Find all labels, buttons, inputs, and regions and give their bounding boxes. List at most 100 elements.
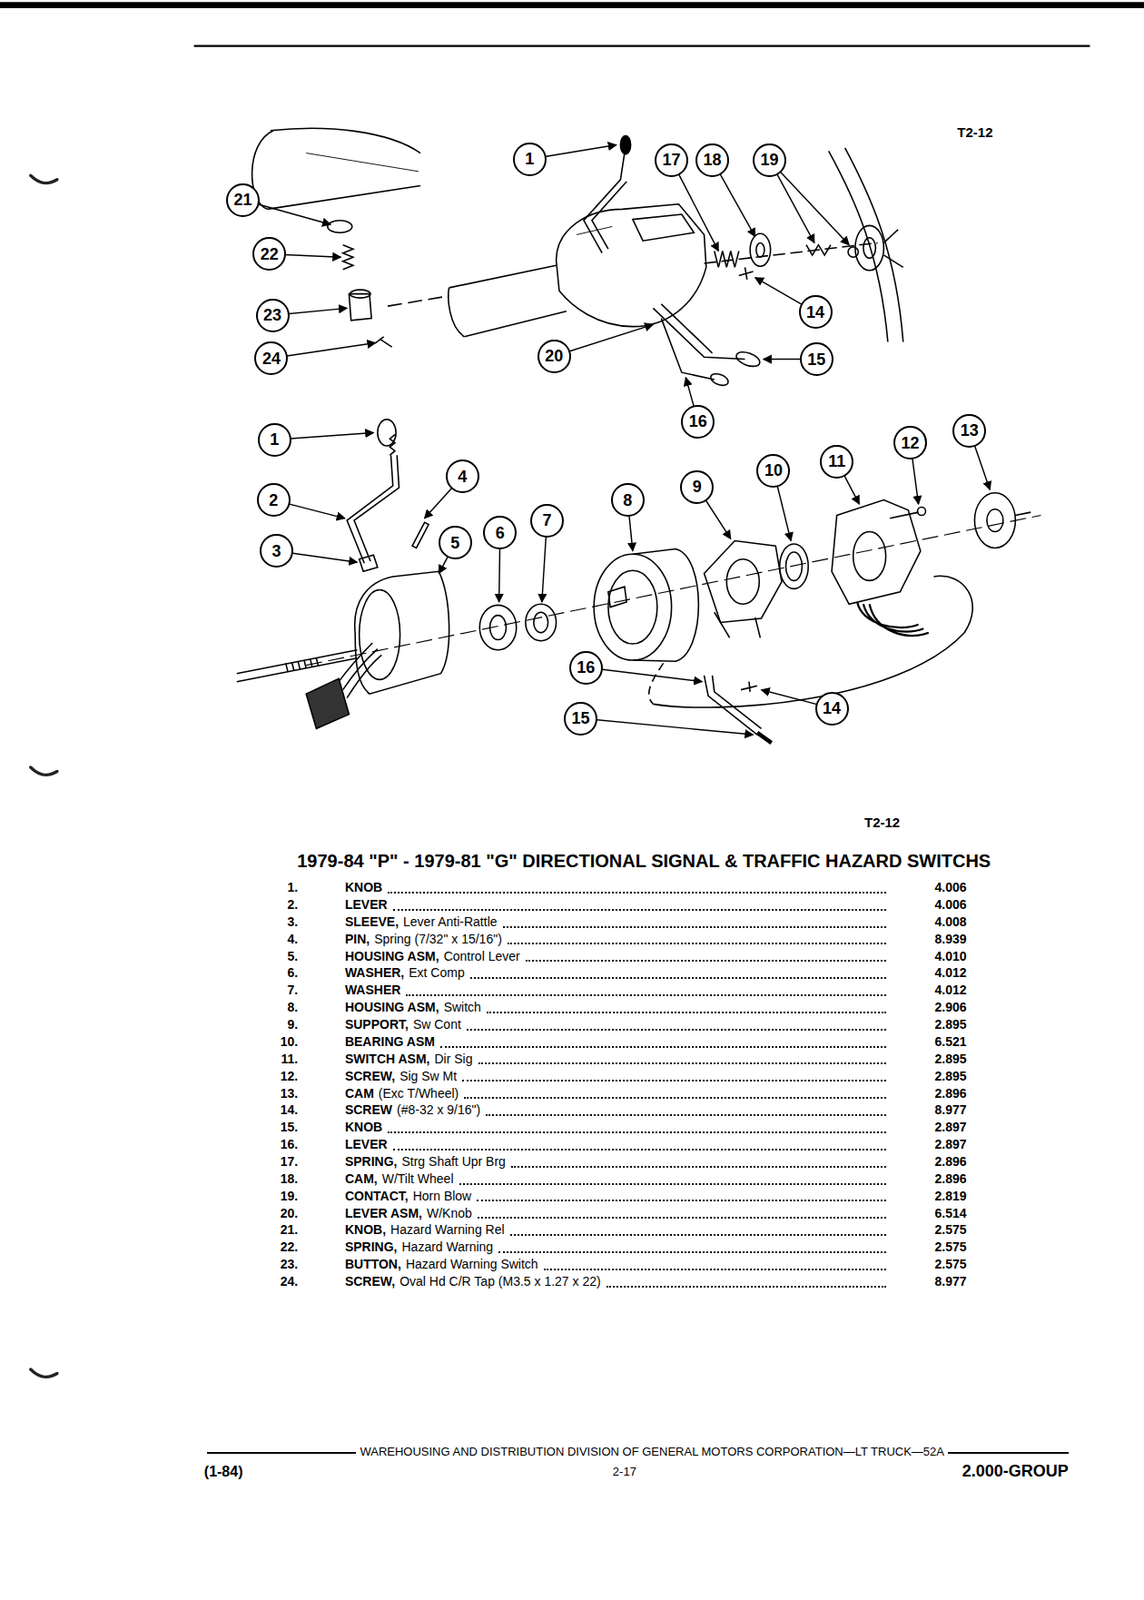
dot-leader (543, 1268, 887, 1271)
edition-date: (1-84) (204, 1463, 244, 1480)
callout-number: 8 (622, 492, 632, 509)
item-number: 7. (287, 983, 299, 997)
callout-circle: 10 (756, 453, 790, 488)
part-name: WASHER, (345, 966, 405, 980)
item-number: 20. (280, 1206, 298, 1221)
dot-leader (486, 1011, 887, 1014)
callout-number: 4 (457, 468, 467, 485)
part-code: 2.575 (935, 1222, 967, 1237)
part-name: CAM (345, 1086, 375, 1101)
callout-circle: 14 (815, 691, 849, 726)
callout-circle: 5 (438, 525, 473, 560)
callout-circle: 9 (680, 470, 714, 504)
dot-leader (459, 1183, 887, 1185)
part-name: WASHER (345, 983, 401, 997)
part-code: 8.939 (935, 932, 967, 947)
item-number: 9. (287, 1017, 299, 1032)
dot-leader (405, 994, 886, 997)
callout-number: 15 (572, 710, 591, 727)
callout-circle: 24 (254, 341, 288, 375)
callout-number: 20 (544, 347, 563, 365)
callout-number: 11 (828, 453, 846, 470)
dot-leader (470, 976, 887, 979)
part-description: Ext Comp (408, 966, 464, 980)
part-name: CAM, (345, 1172, 378, 1186)
margin-mark (30, 175, 58, 1377)
part-description: (Exc T/Wheel) (378, 1086, 459, 1101)
part-code: 4.012 (935, 983, 967, 997)
callout-circle: 21 (226, 183, 260, 217)
part-name: BEARING ASM (345, 1035, 435, 1049)
callout-circle: 2 (256, 483, 291, 517)
callout-number: 13 (960, 422, 979, 439)
callout-circle: 18 (695, 143, 730, 178)
dot-leader (498, 1251, 886, 1253)
callout-circle: 15 (563, 701, 598, 736)
part-description: Spring (7/32" x 15/16") (374, 932, 503, 947)
part-description: Control Lever (443, 949, 521, 964)
item-number: 6. (287, 966, 299, 980)
part-name: SCREW, (345, 1069, 395, 1084)
part-description: Sig Sw Mt (399, 1069, 457, 1084)
part-name: PIN, (345, 932, 370, 947)
dot-leader (525, 959, 887, 962)
part-code: 2.895 (935, 1017, 967, 1032)
dot-leader (477, 1216, 887, 1219)
part-code: 4.010 (935, 949, 967, 964)
part-code: 2.897 (935, 1137, 967, 1152)
item-number: 17. (280, 1154, 298, 1169)
part-description: Dir Sig (434, 1052, 474, 1066)
callout-number: 18 (703, 151, 722, 168)
part-description: Strg Shaft Upr Brg (401, 1154, 505, 1169)
part-code: 2.575 (935, 1257, 967, 1272)
item-number: 4. (287, 932, 299, 947)
callout-circle: 11 (819, 444, 854, 479)
callout-number: 1 (269, 431, 279, 448)
callout-number: 7 (542, 512, 552, 529)
part-description: Sw Cont (413, 1017, 462, 1032)
item-number: 5. (287, 949, 299, 964)
callout-circle: 16 (569, 650, 603, 685)
part-name: SLEEVE, (345, 915, 399, 929)
part-name: LEVER (345, 897, 388, 912)
part-name: KNOB (345, 1120, 383, 1135)
part-description: Oval Hd C/R Tap (M3.5 x 1.27 x 22) (399, 1274, 602, 1289)
part-description: Lever Anti-Rattle (403, 915, 498, 929)
dot-leader (387, 891, 886, 894)
dot-leader (393, 908, 887, 911)
part-code: 2.897 (935, 1120, 967, 1135)
callout-circle: 1 (257, 423, 292, 457)
callout-number: 9 (692, 478, 702, 495)
callout-circle: 13 (952, 414, 987, 448)
callout-number: 17 (662, 151, 681, 168)
header-rule (194, 44, 1091, 47)
part-description: Switch (443, 1000, 482, 1015)
part-code: 2.896 (935, 1154, 967, 1169)
item-number: 18. (280, 1172, 298, 1186)
callout-circle: 17 (654, 143, 689, 178)
leader-lines (243, 145, 991, 736)
callout-number: 6 (495, 524, 505, 542)
part-name: KNOB, (345, 1222, 386, 1237)
part-code: 8.977 (935, 1274, 967, 1289)
part-code: 2.575 (935, 1240, 967, 1254)
page-number: 2-17 (612, 1465, 637, 1479)
callout-circle: 22 (252, 236, 286, 271)
callout-circle: 4 (445, 459, 480, 494)
part-description: Hazard Warning (401, 1240, 494, 1254)
item-number: 15. (280, 1120, 298, 1135)
item-number: 13. (280, 1086, 298, 1101)
part-name: LEVER ASM, (345, 1206, 423, 1221)
part-code: 2.895 (935, 1052, 967, 1066)
footer-text: WAREHOUSING AND DISTRIBUTION DIVISION OF… (359, 1445, 945, 1459)
callout-number: 24 (262, 350, 281, 367)
part-code: 2.906 (935, 1000, 967, 1015)
item-number: 1. (287, 880, 299, 895)
callout-circle: 23 (256, 298, 290, 333)
item-number: 3. (287, 915, 299, 929)
part-code: 2.896 (935, 1086, 967, 1101)
bottom-illustration (236, 419, 1042, 743)
callout-number: 10 (764, 462, 783, 479)
part-description: W/Knob (426, 1206, 473, 1221)
